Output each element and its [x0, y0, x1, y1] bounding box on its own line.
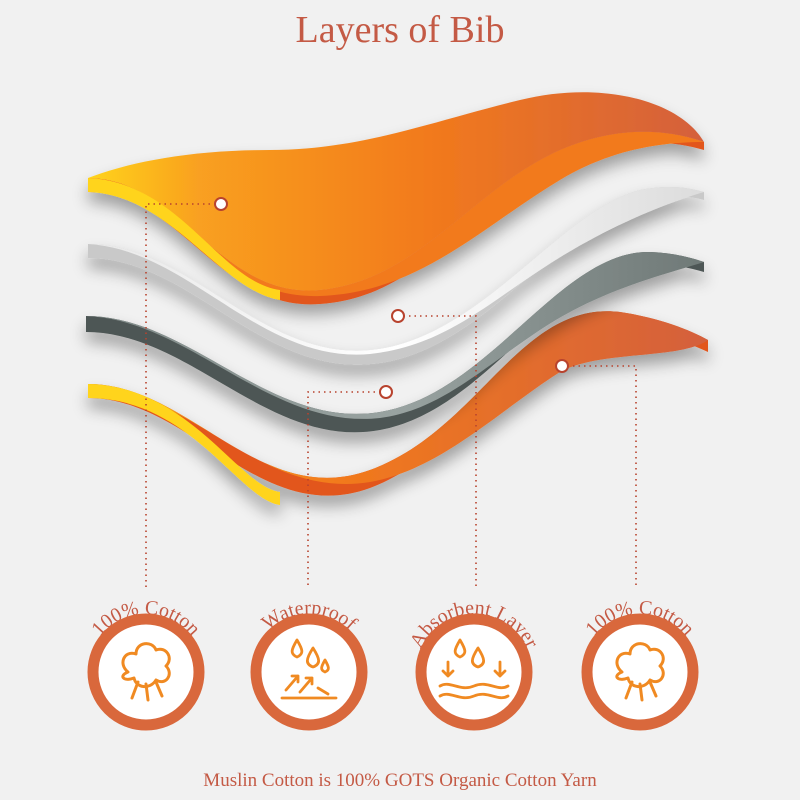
leader-line-2	[307, 391, 386, 588]
marker-dot-2	[379, 385, 393, 399]
layer-white-absorbent	[88, 186, 704, 365]
absorb-drops-icon	[438, 638, 510, 700]
marker-dot-3	[391, 309, 405, 323]
badge-waterproof: Waterproof	[250, 597, 368, 731]
marker-dot-1	[214, 197, 228, 211]
cotton-flower-icon	[121, 642, 171, 702]
cotton-flower-icon	[615, 642, 665, 702]
marker-dot-4	[555, 359, 569, 373]
water-drops-icon	[280, 638, 338, 700]
leader-line-1	[145, 203, 221, 588]
layer-top-cotton	[88, 92, 704, 305]
leader-line-3	[398, 315, 477, 588]
leader-lines	[145, 203, 637, 588]
badge-cotton-1: 100% Cotton	[87, 597, 205, 731]
badge-absorbent: Absorbent Layer	[406, 597, 543, 731]
layer-grey-waterproof	[86, 251, 704, 433]
footer-caption: Muslin Cotton is 100% GOTS Organic Cotto…	[203, 770, 597, 791]
leader-line-4	[562, 365, 637, 588]
layer-markers	[214, 197, 569, 399]
page-title: Layers of Bib	[295, 9, 505, 51]
layer-bottom-cotton	[88, 311, 708, 505]
badge-cotton-2: 100% Cotton	[581, 597, 699, 731]
